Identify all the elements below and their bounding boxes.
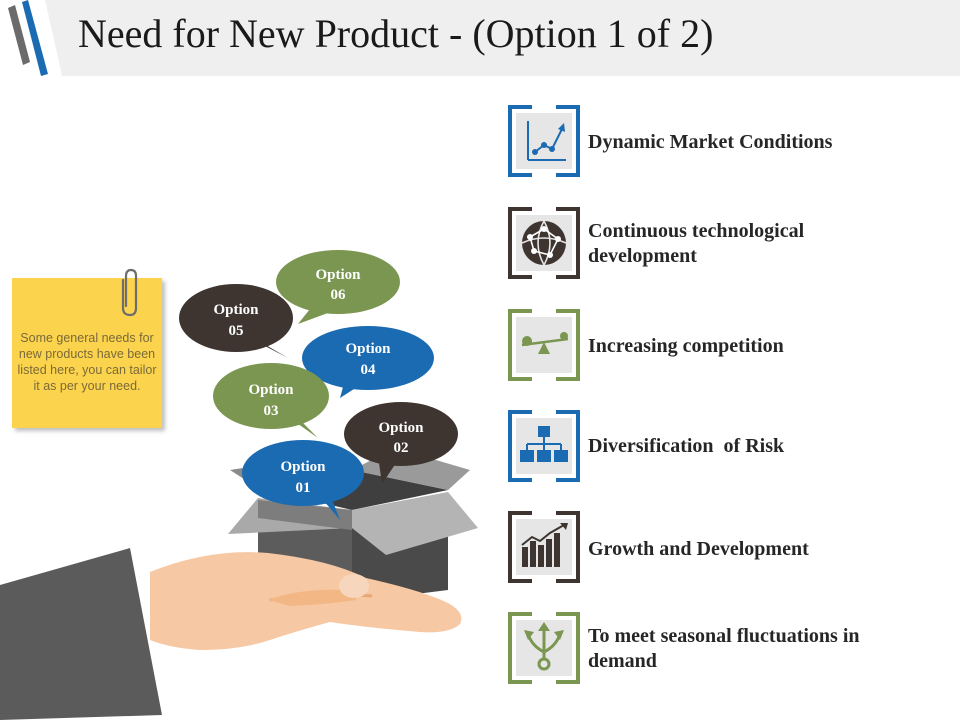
paperclip-icon [121, 268, 138, 317]
sleeve-shape [0, 548, 162, 720]
thumb-shape [268, 589, 357, 606]
svg-text:Option: Option [315, 267, 361, 283]
svg-text:05: 05 [229, 323, 244, 339]
header-band [0, 0, 960, 76]
svg-text:Option: Option [378, 420, 424, 436]
need-item-growth: Growth and Development [508, 511, 958, 585]
svg-text:04: 04 [361, 362, 377, 378]
svg-text:Option: Option [248, 382, 294, 398]
need-item-dynamic-market: Dynamic Market Conditions [508, 105, 958, 179]
speech-bubble-option-01: Option 01 [242, 440, 364, 520]
split-arrows-icon [508, 612, 580, 684]
need-item-technological: Continuous technological development [508, 207, 958, 281]
svg-text:03: 03 [264, 403, 279, 419]
bar-growth-icon [508, 511, 580, 583]
speech-bubble-option-06: Option 06 [276, 250, 400, 324]
need-item-competition: Increasing competition [508, 309, 958, 383]
box-front-left-top [258, 500, 352, 530]
speech-bubble-option-03: Option 03 [213, 363, 329, 438]
speech-bubble-option-04: Option 04 [302, 326, 434, 398]
box-flap-front-right [352, 492, 478, 555]
need-label: Growth and Development [588, 538, 809, 560]
globe-network-icon [508, 207, 580, 279]
header-accent-stripe-blue [22, 0, 48, 76]
sticky-note: Some general needs for new products have… [12, 278, 162, 428]
slide-title: Need for New Product - (Option 1 of 2) [78, 11, 714, 56]
need-label: To meet seasonal fluctuations in demand [588, 625, 860, 672]
seesaw-balance-icon [508, 309, 580, 381]
svg-text:02: 02 [394, 440, 409, 456]
thumb-tip [339, 574, 369, 598]
need-label: Diversification of Risk [588, 435, 785, 457]
svg-text:Option: Option [280, 459, 326, 475]
need-item-diversification: Diversification of Risk [508, 410, 958, 484]
svg-text:Option: Option [345, 341, 391, 357]
need-item-seasonal: To meet seasonal fluctuations in demand [508, 612, 958, 686]
need-label: Continuous technological development [588, 220, 805, 267]
line-chart-icon [508, 105, 580, 177]
speech-bubble-option-02: Option 02 [344, 402, 458, 484]
hierarchy-icon [508, 410, 580, 482]
svg-text:01: 01 [296, 480, 311, 496]
sticky-note-text: Some general needs for new products have… [17, 331, 157, 393]
need-label: Dynamic Market Conditions [588, 131, 833, 153]
svg-text:06: 06 [331, 287, 347, 303]
speech-bubble-option-05: Option 05 [179, 284, 293, 358]
bubble-label-option-05: Option [213, 302, 259, 318]
header-accent-stripe-grey [8, 5, 30, 65]
need-label: Increasing competition [588, 335, 784, 357]
product-box-illustration: Option 05 Option 06 Option 04 Option 03 … [0, 250, 478, 720]
